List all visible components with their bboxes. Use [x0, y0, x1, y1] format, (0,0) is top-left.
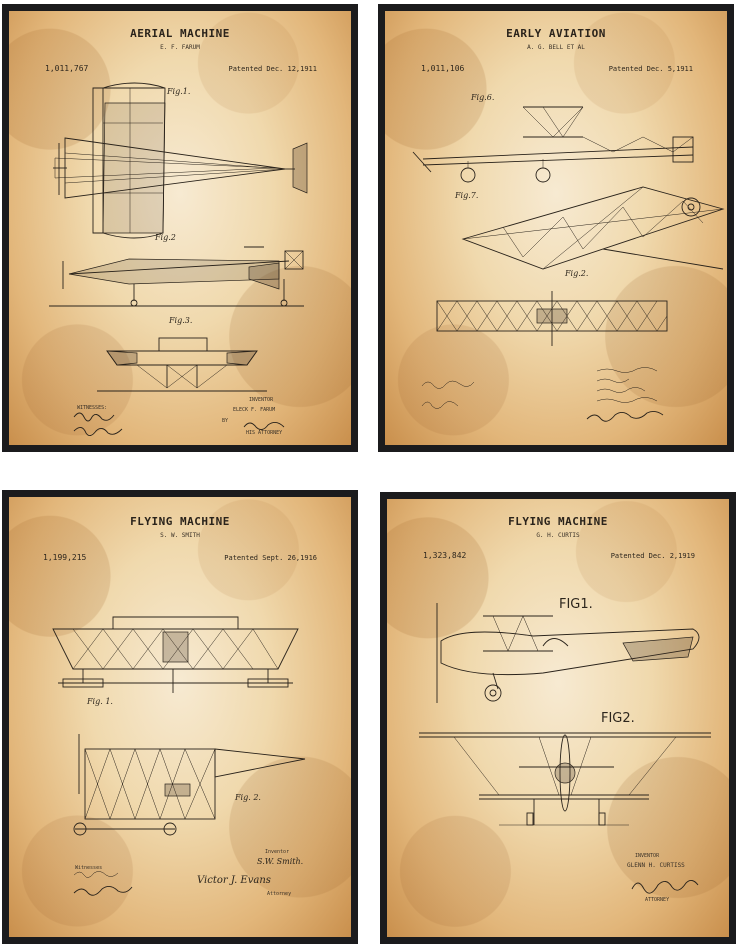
poster-early-aviation: EARLY AVIATION A. G. BELL ET AL 1,011,10…	[378, 4, 734, 452]
figure-label: FIG2.	[601, 711, 635, 726]
inventor-line: E. F. FARUM	[160, 44, 200, 51]
plane-top-view-drawing	[53, 82, 308, 239]
plane-side-view-drawing	[49, 246, 304, 307]
figure-label: Fig. 1.	[87, 697, 113, 706]
poster-title: EARLY AVIATION	[506, 27, 606, 40]
signature-scribbles	[421, 367, 664, 422]
poster-aerial-machine: AERIAL MACHINE E. F. FARUM 1,011,767 Pat…	[2, 4, 358, 452]
witnesses-label: Witnesses	[75, 865, 103, 871]
attorney-label: Attorney	[267, 891, 292, 897]
patent-number: 1,199,215	[43, 553, 87, 562]
biplane-front-view-drawing	[419, 732, 711, 826]
poster-title: AERIAL MACHINE	[130, 27, 230, 40]
inventor-name: GLENN H. CURTISS	[627, 862, 685, 869]
biplane-side-view-drawing	[436, 603, 700, 703]
patent-number: 1,323,842	[423, 551, 467, 560]
patent-number: 1,011,106	[421, 64, 465, 73]
wing-perspective-drawing	[461, 186, 725, 270]
poster-flying-machine-curtis: FLYING MACHINE G. H. CURTIS 1,323,842 Pa…	[380, 492, 736, 944]
inventor-name: S.W. Smith.	[257, 857, 304, 866]
patent-date: Patented Sept. 26,1916	[224, 554, 317, 562]
figure-label: Fig.3.	[169, 316, 193, 325]
inventor-label: Inventor	[265, 849, 290, 855]
figure-label: Fig.7.	[455, 191, 479, 200]
poster-title: FLYING MACHINE	[508, 515, 608, 528]
figure-label: Fig.1.	[167, 87, 191, 96]
inventor-name: ELECK F. FARUM	[233, 407, 276, 413]
figure-label: Fig.6.	[471, 93, 495, 102]
witnesses-label: WITNESSES:	[77, 405, 108, 411]
attorney-label: ATTORNEY	[645, 897, 670, 903]
wing-plan-drawing	[436, 291, 668, 346]
patent-paper: FLYING MACHINE S. W. SMITH 1,199,215 Pat…	[9, 497, 351, 937]
inventor-label: INVENTOR	[635, 853, 660, 859]
figure-label: Fig. 2.	[235, 793, 261, 802]
patent-date: Patented Dec. 2,1919	[610, 552, 695, 560]
patent-paper: EARLY AVIATION A. G. BELL ET AL 1,011,10…	[385, 11, 727, 445]
flying-machine-front-drawing	[52, 616, 299, 693]
attorney-signature: Victor J. Evans	[197, 875, 271, 886]
patent-number: 1,011,767	[45, 64, 89, 73]
poster-title: FLYING MACHINE	[130, 515, 230, 528]
inventor-label: INVENTOR	[249, 397, 274, 403]
patent-paper: AERIAL MACHINE E. F. FARUM 1,011,767 Pat…	[9, 11, 351, 445]
by-label: BY	[222, 418, 229, 424]
signature-scribbles	[631, 880, 699, 894]
biplane-side-view-drawing	[412, 106, 694, 183]
patent-date: Patented Dec. 12,1911	[228, 65, 317, 73]
inventor-line: A. G. BELL ET AL	[527, 44, 585, 51]
flying-machine-side-drawing	[73, 734, 306, 836]
inventor-line: G. H. CURTIS	[536, 532, 580, 539]
inventor-line: S. W. SMITH	[160, 532, 200, 539]
patent-date: Patented Dec. 5,1911	[608, 65, 693, 73]
patent-paper: FLYING MACHINE G. H. CURTIS 1,323,842 Pa…	[387, 499, 729, 937]
poster-flying-machine-smith: FLYING MACHINE S. W. SMITH 1,199,215 Pat…	[2, 490, 358, 944]
signature-scribbles	[73, 412, 285, 436]
attorney-label: HIS ATTORNEY	[246, 430, 283, 436]
figure-label: Fig.2.	[565, 269, 589, 278]
figure-label: Fig.2	[155, 233, 176, 242]
figure-label: FIG1.	[559, 597, 593, 612]
signature-scribbles	[73, 871, 133, 896]
plane-front-view-drawing	[97, 337, 267, 392]
